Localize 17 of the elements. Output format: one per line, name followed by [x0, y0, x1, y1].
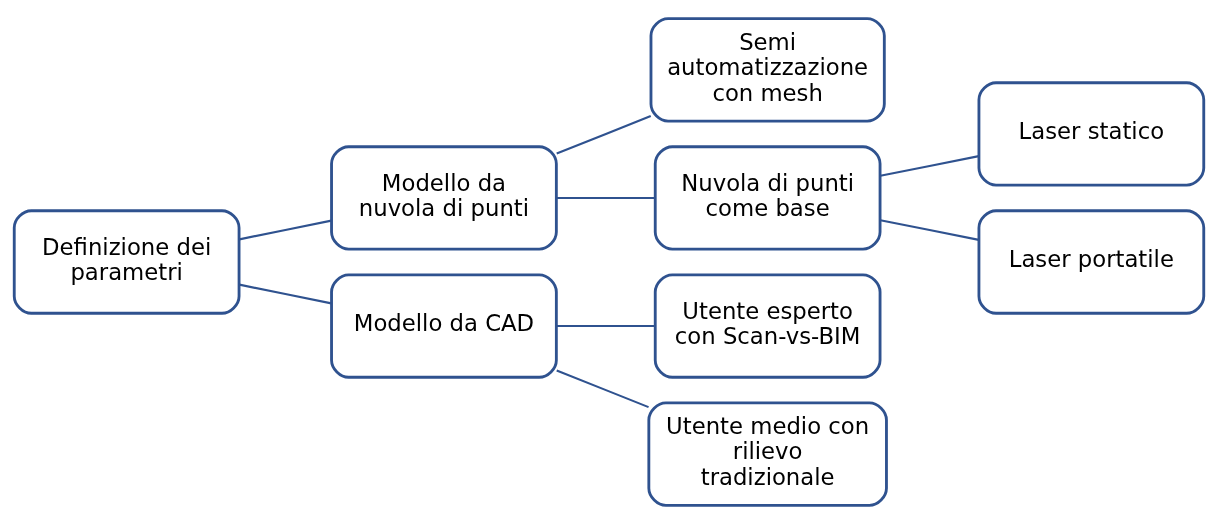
connector	[556, 368, 649, 408]
node-box: Semi automatizzazione con mesh	[649, 16, 886, 123]
connector	[239, 283, 332, 304]
node-box: Utente esperto con Scan-vs-BIM	[653, 272, 882, 379]
connector	[239, 219, 332, 240]
connector	[556, 196, 656, 199]
connector	[880, 218, 979, 241]
node-box: Laser statico	[977, 80, 1206, 187]
node-box: Modello da CAD	[330, 272, 558, 379]
node-box: Modello da nuvola di punti	[330, 144, 558, 251]
node-box: Laser portatile	[977, 208, 1206, 315]
connector	[556, 324, 656, 327]
connector	[556, 114, 652, 155]
node-box: Nuvola di punti come base	[653, 144, 882, 251]
node-box: Definizione dei parametri	[12, 208, 241, 315]
connector	[880, 154, 979, 177]
node-box: Utente medio con rilievo tradizionale	[647, 400, 888, 507]
